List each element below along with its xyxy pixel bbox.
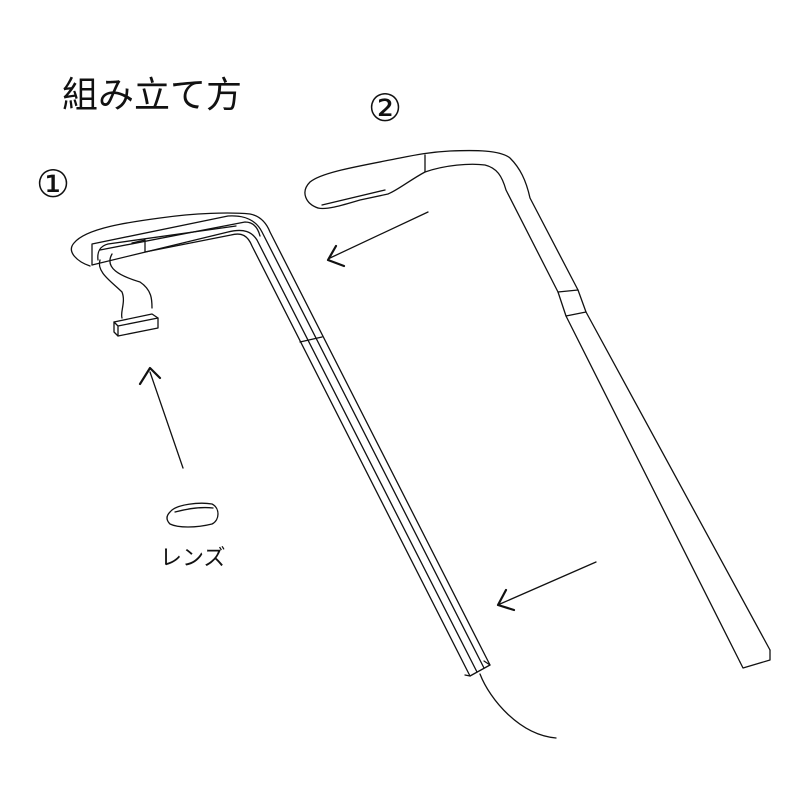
arrow-part1-bottom-to-part2 [496,561,597,612]
step-1-number: ① [36,162,71,206]
lens-label: レンズ [160,546,226,571]
part-1-temple-exploded [70,212,557,739]
diagram-title: 組み立て方 [62,75,243,116]
arrow-part1-top-to-part2 [326,211,429,268]
arrow-lens-to-part1 [138,366,184,469]
part-2-temple [304,149,771,669]
step-2-number: ② [368,86,403,130]
lens-part [166,502,219,528]
